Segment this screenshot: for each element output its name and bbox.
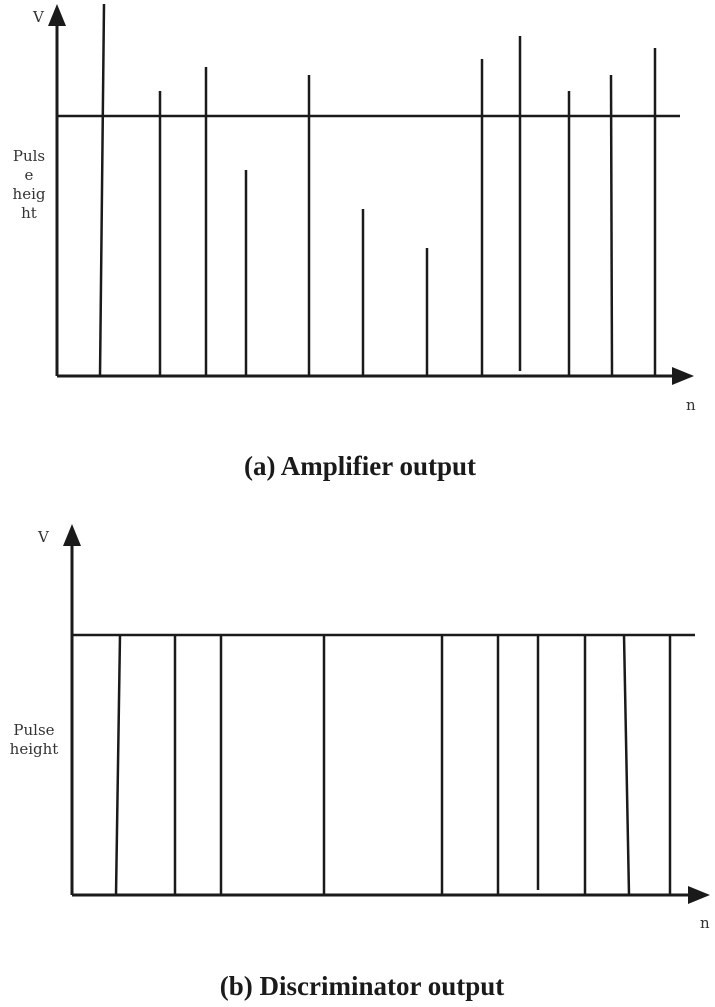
panel-b-discriminator-output: V n Pulse height (b) Discriminator outpu…: [10, 524, 710, 1001]
panel-b-y-axis-arrowhead: [63, 524, 81, 546]
panel-a-y-axis-letter: V: [32, 8, 45, 26]
panel-a-y-axis-arrowhead: [48, 4, 66, 26]
panel-b-ylabel-line-1: Pulse: [13, 721, 54, 739]
panel-b-x-axis-arrowhead: [688, 886, 710, 904]
panel-a-amplifier-output: V n Puls e heig ht (a) Amplifier output: [13, 3, 696, 481]
panel-a-ylabel-line-2: e: [25, 166, 34, 184]
panel-a-ylabel-line-1: Puls: [13, 147, 45, 165]
panel-b-pulse-1: [114, 634, 122, 896]
panel-a-x-axis-letter: n: [686, 396, 696, 414]
panel-b-y-axis-title: Pulse height: [10, 721, 59, 758]
panel-b-pulse-9: [622, 634, 631, 896]
panel-a-pulse-11: [609, 74, 614, 377]
panel-a-ylabel-line-3: heig: [13, 185, 46, 203]
panel-a-caption: (a) Amplifier output: [244, 451, 476, 481]
panel-b-ylabel-line-2: height: [10, 740, 59, 758]
panel-b-x-axis-letter: n: [700, 914, 710, 932]
panel-a-x-axis-arrowhead: [672, 367, 694, 385]
panel-b-caption: (b) Discriminator output: [220, 971, 505, 1001]
panel-a-ylabel-line-4: ht: [21, 204, 37, 222]
panel-b-y-axis-letter: V: [37, 528, 50, 546]
panel-a-y-axis-title: Puls e heig ht: [13, 147, 46, 222]
panel-a-pulse-1: [98, 3, 106, 377]
